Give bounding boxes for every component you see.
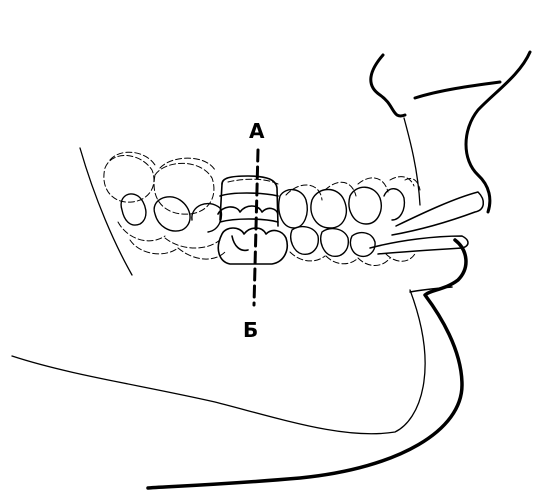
nasolabial-line [404, 118, 420, 205]
nostril-contour [415, 82, 500, 98]
lower-teeth [118, 222, 416, 266]
cheek-contour [80, 148, 132, 275]
molar-pair [218, 176, 287, 264]
label-a: А [249, 119, 265, 143]
lower-teeth-crowns [291, 227, 375, 257]
profile-lower-contour [148, 240, 466, 488]
profile-upper-contour [466, 52, 530, 212]
nose-contour [371, 55, 405, 116]
upper-lip [392, 192, 483, 235]
upper-teeth [104, 152, 420, 214]
lower-lip [370, 236, 468, 254]
reference-line [254, 150, 258, 305]
jaw-lower-contour [12, 290, 425, 434]
label-b: Б [243, 318, 258, 342]
